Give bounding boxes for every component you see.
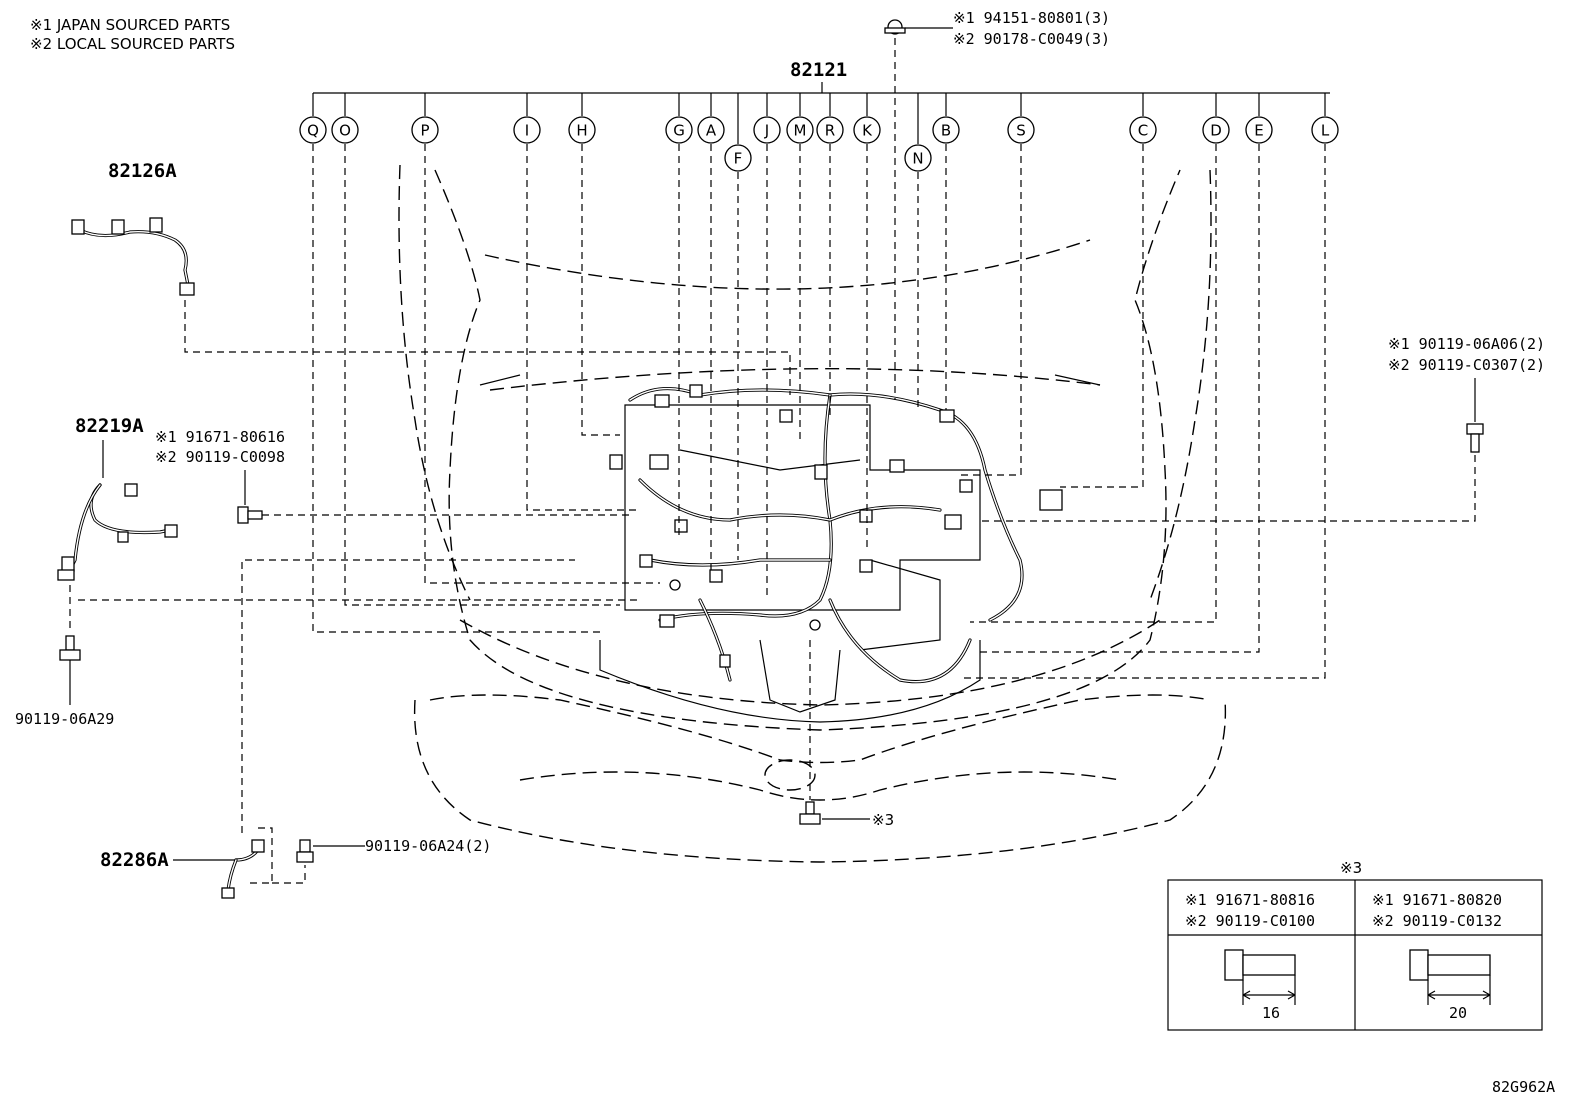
callout-circle-i [513, 116, 541, 144]
clip-94151-80801: ※1 94151-80801(3) ※2 90178-C0049(3) [884, 9, 1110, 400]
callout-label-c: C [1138, 122, 1148, 140]
callout-label-e: E [1254, 122, 1263, 140]
callout-label-s: S [1016, 122, 1026, 140]
callout-circle-p [411, 116, 439, 144]
callout-label-h: H [576, 122, 587, 140]
callout-circle-s [1007, 116, 1035, 144]
callout-label-k: K [862, 122, 873, 140]
bolt-90119-06a24-label: 90119-06A24(2) [365, 837, 491, 855]
table-bolt-20-icon: 20 [1409, 949, 1491, 1022]
bolt-right-line2: ※2 90119-C0307(2) [1388, 356, 1545, 374]
part-82126a-label: 82126A [108, 160, 177, 182]
part-82126a: 82126A [71, 160, 791, 395]
callout-circle-l [1311, 116, 1339, 144]
table-col2-line2: ※2 90119-C0132 [1372, 912, 1502, 930]
callout-label-f: F [734, 150, 743, 168]
callout-circle-q [299, 116, 327, 144]
clip-top-line2: ※2 90178-C0049(3) [953, 30, 1110, 48]
callout-circle-a [697, 116, 725, 144]
callout-leader-c [1060, 144, 1144, 488]
callout-label-g: G [673, 122, 685, 140]
engine-wire-harness [609, 384, 1063, 684]
bolt-right-line1: ※1 90119-06A06(2) [1388, 335, 1545, 353]
bolt-left-line2: ※2 90119-C0098 [155, 448, 285, 466]
callout-circle-n [904, 144, 932, 172]
callout-label-b: B [941, 122, 951, 140]
vehicle-front-outline [398, 164, 1227, 863]
part-82286a-label: 82286A [100, 849, 169, 871]
callout-label-r: R [825, 122, 835, 140]
callout-leader-h [581, 144, 620, 436]
main-harness-part-number: 82121 [790, 59, 847, 81]
table-col1-line1: ※1 91671-80816 [1185, 891, 1315, 909]
table-col1-line2: ※2 90119-C0100 [1185, 912, 1315, 930]
callout-circle-e [1245, 116, 1273, 144]
callout-label-p: P [420, 122, 429, 140]
callout-leader-o [344, 144, 620, 606]
bolt-90119-06a06: ※1 90119-06A06(2) ※2 90119-C0307(2) [980, 335, 1545, 522]
callout-circle-h [568, 116, 596, 144]
main-harness-callouts: 82121 [313, 59, 1330, 94]
ref-3-table: ※3 ※1 91671-80816 ※2 90119-C0100 ※1 9167… [1167, 859, 1543, 1031]
table-title: ※3 [1340, 859, 1362, 877]
callout-circle-m [786, 116, 814, 144]
callout-leader-l [960, 144, 1326, 679]
callout-leader-q [312, 144, 600, 633]
ref-3-label: ※3 [872, 811, 894, 829]
callout-circle-k [853, 116, 881, 144]
table-bolt-16-icon: 16 [1224, 949, 1296, 1022]
bolt-91671-80616: ※1 91671-80616 ※2 90119-C0098 [155, 428, 630, 524]
callout-label-m: M [794, 122, 807, 140]
part-82286a: 82286A [100, 559, 575, 899]
figure-id: 82G962A [1492, 1078, 1555, 1096]
note-local-sourced: ※2 LOCAL SOURCED PARTS [30, 35, 235, 53]
callout-label-i: I [525, 122, 529, 140]
callout-label-n: N [912, 150, 923, 168]
table-col2-dim: 20 [1449, 1004, 1467, 1022]
callout-circle-f [724, 144, 752, 172]
callout-circle-c [1129, 116, 1157, 144]
clip-top-line1: ※1 94151-80801(3) [953, 9, 1110, 27]
callout-circle-r [816, 116, 844, 144]
table-col2-line1: ※1 91671-80820 [1372, 891, 1502, 909]
callout-leader-e [975, 144, 1260, 653]
callout-circle-g [665, 116, 693, 144]
callout-leader-d [970, 144, 1217, 623]
bolt-left-line1: ※1 91671-80616 [155, 428, 285, 446]
note-japan-sourced: ※1 JAPAN SOURCED PARTS [30, 16, 230, 34]
callout-label-d: D [1210, 122, 1222, 140]
table-col1-dim: 16 [1262, 1004, 1280, 1022]
callout-circle-b [932, 116, 960, 144]
callout-label-o: O [339, 122, 351, 140]
part-82219a-label: 82219A [75, 415, 144, 437]
callout-label-q: Q [307, 122, 319, 140]
callout-circle-j [753, 116, 781, 144]
bolt-90119-06a24: 90119-06A24(2) [296, 837, 491, 863]
bolt-ref-3: ※3 [799, 640, 894, 829]
callout-circle-d [1202, 116, 1230, 144]
part-82219a: 82219A [57, 415, 640, 630]
callout-label-a: A [706, 122, 717, 140]
callout-circle-o [331, 116, 359, 144]
callout-leader-p [424, 144, 660, 584]
callout-leader-s [960, 144, 1022, 476]
callout-leader-i [526, 144, 640, 511]
callout-label-l: L [1321, 122, 1330, 140]
callout-label-j: J [764, 122, 769, 140]
bolt-90119-06a29-label: 90119-06A29 [15, 710, 114, 728]
bolt-90119-06a29: 90119-06A29 [15, 635, 114, 728]
